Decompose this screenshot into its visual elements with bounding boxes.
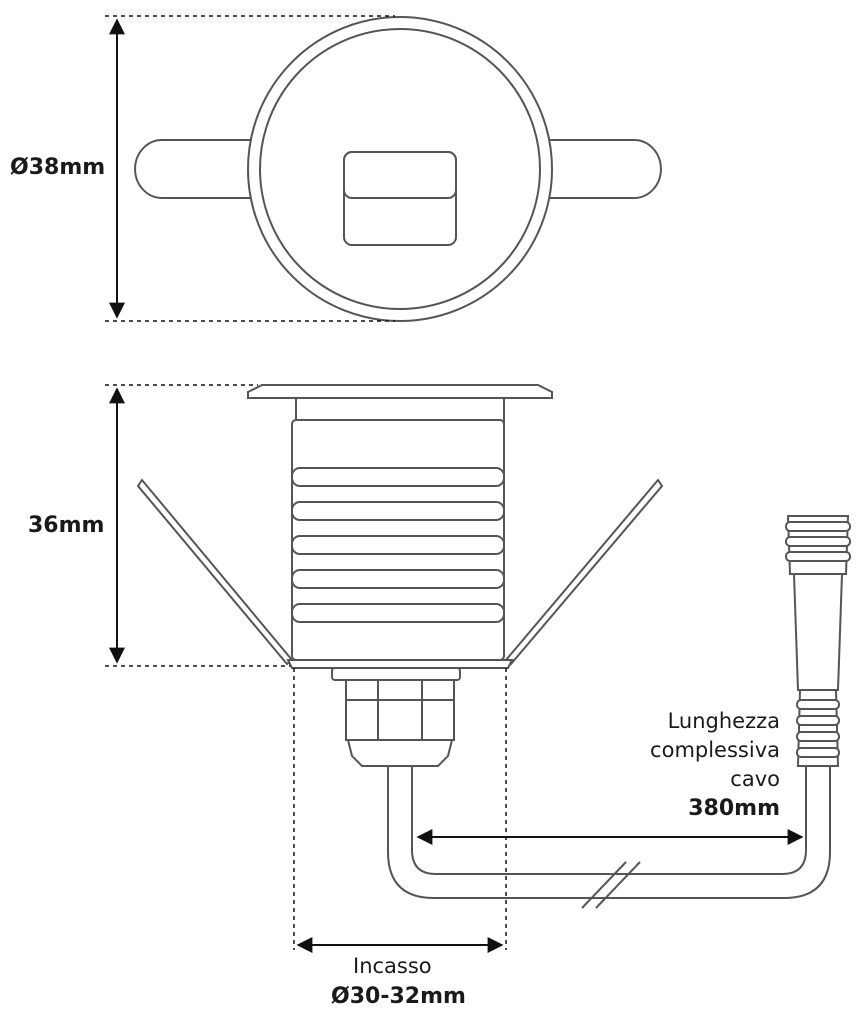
side-flange [247,384,553,399]
gland-cap [346,739,454,767]
side-view [136,384,851,909]
inner-flange [259,28,541,310]
gland-neck [331,667,461,681]
diameter-dimension [105,15,395,322]
cable-note-line1: Lunghezza [667,709,780,733]
cable [387,766,831,899]
bottom-plate [286,659,514,669]
cable-note-line3: cavo [730,767,780,791]
height-label: 36mm [28,513,105,538]
cable-note-line2: complessiva [650,738,780,762]
connector-rings-lower [796,699,840,758]
outer-flange [247,16,553,322]
recess-dimension [293,668,507,953]
recess-label: Incasso [353,954,432,978]
right-spring-clip [504,478,664,666]
height-dimension [105,384,290,667]
connector-body [792,573,844,691]
lens-inner [343,151,457,199]
cable-length-label: 380mm [688,796,780,821]
left-wing [134,139,258,199]
connector-rings-upper [785,521,851,562]
cable-inner [411,766,807,875]
recess-diameter-label: Ø30-32mm [331,984,466,1009]
body-neck [295,397,505,423]
top-view [134,16,662,322]
cooling-fins [291,467,505,623]
gland-nut [345,679,455,741]
right-wing [544,139,662,199]
diameter-label: Ø38mm [10,155,106,180]
left-spring-clip [136,478,294,666]
